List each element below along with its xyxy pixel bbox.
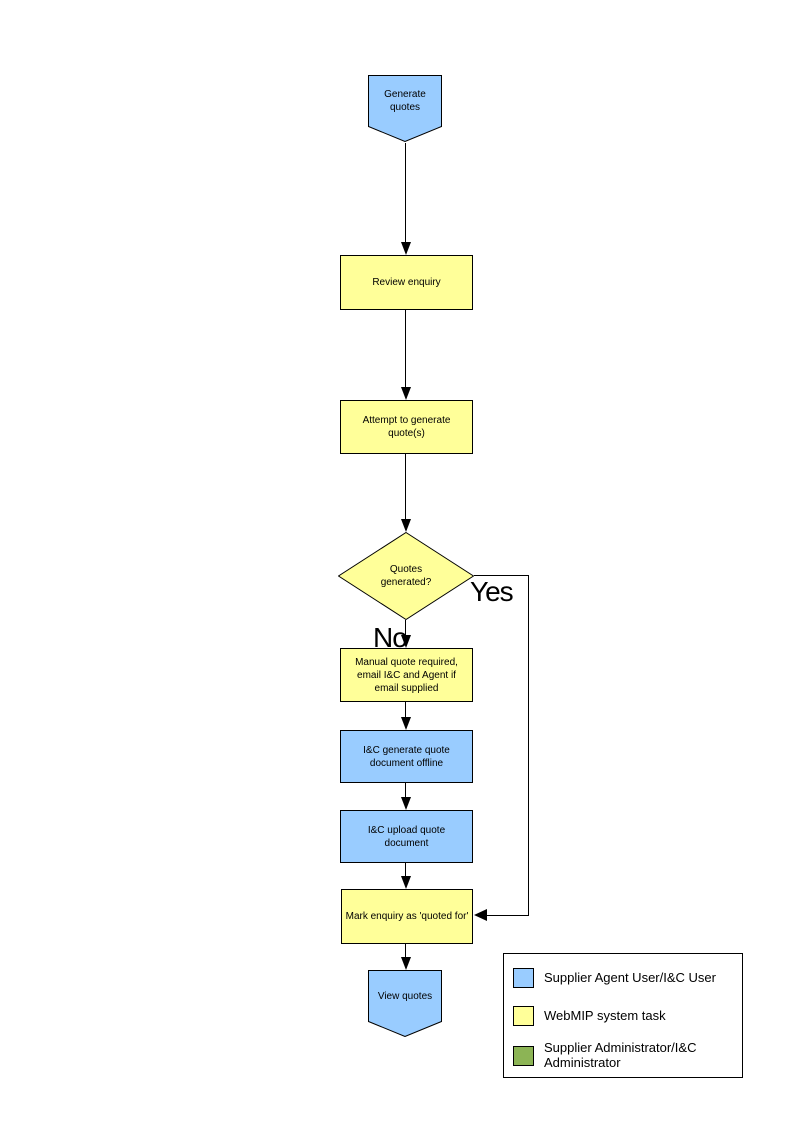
arrowhead-down-icon [401, 717, 411, 730]
offpage-connector-shape [368, 970, 442, 1037]
edge-upload-mark-line [405, 863, 406, 876]
arrowhead-down-icon [401, 876, 411, 889]
arrowhead-down-icon [401, 635, 411, 648]
node-quotes-generated-decision: Quotes generated? [338, 532, 474, 620]
arrowhead-down-icon [401, 519, 411, 532]
legend-swatch-blue [513, 968, 534, 988]
node-label: Manual quote required, email I&C and Age… [355, 656, 458, 694]
node-review-enquiry: Review enquiry [340, 255, 473, 310]
edge-decision-manual-line [405, 620, 406, 635]
edge-yes-bottom-line [487, 915, 529, 916]
node-label: I&C upload quote document [367, 824, 446, 849]
legend-swatch-green [513, 1046, 534, 1066]
edge-yes-vertical-line [528, 575, 529, 916]
edge-offline-upload-line [405, 783, 406, 797]
node-ic-upload-document: I&C upload quote document [340, 810, 473, 863]
node-generate-quotes: Generate quotes [368, 75, 442, 142]
legend-item-webmip-task: WebMIP system task [513, 998, 736, 1034]
legend-item-supplier-agent: Supplier Agent User/I&C User [513, 960, 736, 996]
node-label: View quotes [377, 990, 433, 1002]
node-manual-quote-required: Manual quote required, email I&C and Age… [340, 648, 473, 702]
node-label: I&C generate quote document offline [363, 744, 450, 769]
arrowhead-left-icon [474, 909, 487, 921]
legend-swatch-yellow [513, 1006, 534, 1026]
legend-box: Supplier Agent User/I&C User WebMIP syst… [503, 953, 743, 1078]
node-label: Attempt to generate quote(s) [362, 415, 451, 439]
arrowhead-down-icon [401, 957, 411, 970]
edge-review-attempt-line [405, 310, 406, 387]
node-mark-enquiry-quoted: Mark enquiry as 'quoted for' [341, 889, 473, 944]
node-label: Mark enquiry as 'quoted for' [345, 911, 469, 922]
arrowhead-down-icon [401, 242, 411, 255]
edge-mark-end-line [405, 944, 406, 957]
legend-label: WebMIP system task [544, 1007, 666, 1023]
node-label: Quotes generated? [380, 564, 432, 588]
arrowhead-down-icon [401, 387, 411, 400]
edge-yes-top-line [474, 575, 529, 576]
decision-diamond-shape [338, 532, 474, 620]
legend-item-supplier-admin: Supplier Administrator/I&C Administrator [513, 1036, 736, 1076]
node-label: Generate quotes [384, 89, 426, 113]
edge-attempt-decision-line [405, 454, 406, 519]
node-ic-generate-offline: I&C generate quote document offline [340, 730, 473, 783]
branch-label-yes: Yes [470, 576, 514, 607]
legend-label: Supplier Agent User/I&C User [544, 969, 716, 985]
node-view-quotes: View quotes [368, 970, 442, 1037]
node-attempt-generate: Attempt to generate quote(s) [340, 400, 473, 454]
node-label: Review enquiry [372, 277, 441, 288]
arrowhead-down-icon [401, 797, 411, 810]
offpage-connector-shape [368, 75, 442, 142]
legend-label: Supplier Administrator/I&C Administrator [544, 1040, 697, 1070]
edge-manual-offline-line [405, 702, 406, 717]
edge-start-review-line [405, 143, 406, 242]
